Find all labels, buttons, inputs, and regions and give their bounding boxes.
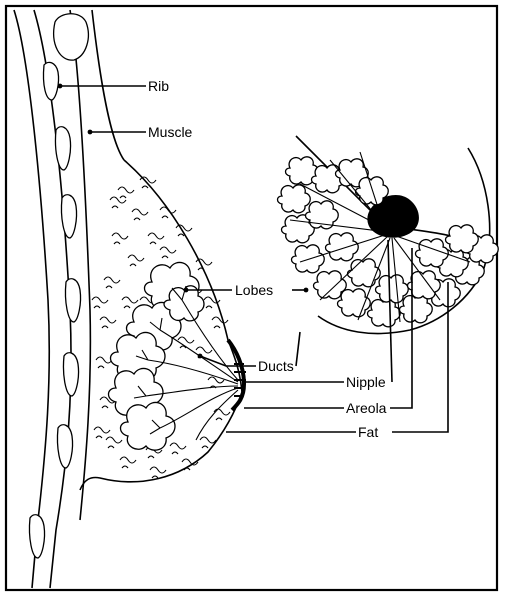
rib-segment [64, 278, 82, 323]
front-lobule [354, 176, 389, 206]
fat-lobule-mark [203, 296, 221, 309]
fat-lobule-mark [199, 436, 217, 449]
rib-segment [28, 514, 46, 559]
fat-lobule-mark [177, 336, 195, 349]
fat-lobule-mark [195, 258, 213, 271]
fat-lobule-mark [147, 232, 165, 245]
fat-lobule-mark [127, 254, 145, 267]
leader-lines [57, 83, 449, 433]
fat-lobule-mark [181, 458, 199, 471]
label-nipple: Nipple [346, 374, 386, 390]
front-lobule [312, 270, 347, 300]
fat-lobule-mark [213, 408, 231, 421]
fat-lobule-mark [149, 466, 167, 479]
fat-lobule-mark [159, 206, 177, 219]
rib-segment [42, 61, 60, 101]
label-areola: Areola [346, 400, 387, 416]
side-ducts [133, 285, 239, 441]
fat-lobule-mark [95, 356, 113, 369]
label-lobes: Lobes [235, 282, 273, 298]
label-muscle: Muscle [148, 124, 193, 140]
front-areola-hatch [367, 195, 419, 238]
front-lobule [374, 274, 409, 304]
front-lobule [304, 200, 339, 230]
front-view [276, 135, 499, 335]
fat-lobule-mark [99, 396, 117, 409]
fat-lobule-mark [139, 176, 157, 189]
fat-lobule-mark [175, 224, 193, 237]
rib-group [28, 13, 89, 559]
front-lobule [366, 298, 401, 328]
labels: Rib Muscle Lobes Ducts Nipple Areola Fat [148, 78, 387, 440]
diagram-frame [4, 4, 499, 592]
label-rib: Rib [148, 78, 169, 94]
fat-lobule-mark [105, 436, 123, 449]
front-lobule [276, 184, 311, 214]
fat-lobule-mark [169, 442, 187, 455]
fat-lobule-mark [109, 196, 127, 209]
fat-lobule-mark [159, 246, 177, 259]
rib-segment [56, 424, 74, 469]
fat-lobule-mark [111, 232, 129, 245]
fat-lobule-mark [131, 208, 149, 221]
front-lobule [398, 294, 433, 324]
rib-segment [62, 352, 80, 397]
fat-lobule-mark [91, 296, 109, 309]
rib-segment [54, 126, 72, 171]
fat-lobule-mark [117, 186, 135, 199]
fat-lobule-mark [121, 296, 139, 309]
rib-segment [60, 194, 78, 239]
label-ducts: Ducts [258, 358, 294, 374]
fat-lobule-mark [211, 316, 229, 329]
side-nipple [226, 338, 247, 412]
front-lobule [346, 258, 381, 288]
fat-lobule-mark [93, 426, 111, 439]
front-lobule [324, 232, 359, 262]
fat-lobule-mark [119, 456, 137, 469]
fat-lobule-mark [103, 276, 121, 289]
label-fat: Fat [358, 424, 378, 440]
rib-top-cap [53, 13, 89, 61]
fat-lobule-mark [99, 316, 117, 329]
front-lobule [290, 244, 325, 274]
front-lobule [336, 288, 371, 318]
front-ducts [289, 151, 471, 323]
front-lobule [444, 224, 479, 254]
